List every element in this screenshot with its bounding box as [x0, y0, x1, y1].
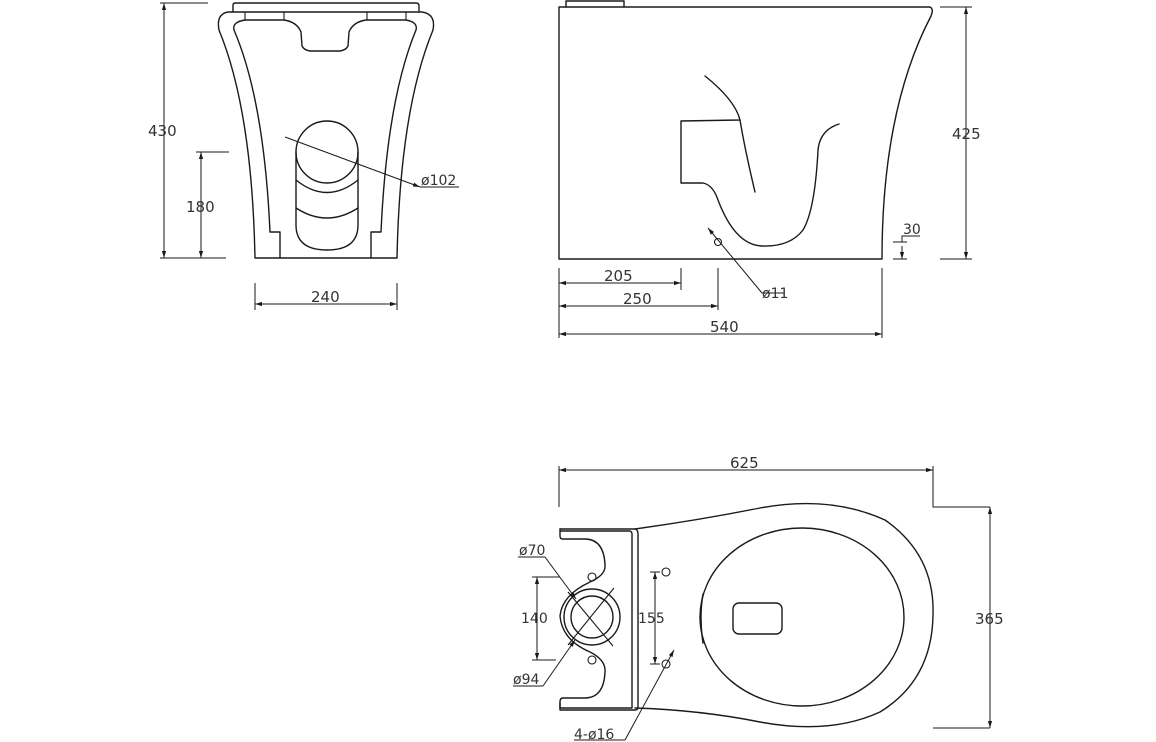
- side-dim-205-label: 205: [604, 267, 633, 285]
- plan-spacing-155-label: 155: [638, 611, 665, 627]
- side-fixing-hole: [713, 237, 723, 247]
- plan-waste-outer-label: ø94: [513, 672, 539, 688]
- front-trap-outline: [295, 151, 359, 251]
- front-body-inner: [233, 19, 417, 259]
- side-foot-offset-label: 30: [903, 222, 921, 238]
- plan-waste-inner-label: ø70: [519, 543, 545, 559]
- front-outlet-circle: [295, 120, 359, 184]
- front-width-label: 240: [311, 288, 340, 306]
- side-trapway: [680, 75, 840, 247]
- front-body-outer: [217, 11, 435, 259]
- side-tank-cap: [565, 0, 625, 8]
- side-dim-250-label: 250: [623, 290, 652, 308]
- front-view: 430 180 ø102 240: [148, 2, 459, 310]
- side-length-label: 540: [710, 318, 739, 336]
- plan-view: 625 365 140 155 ø70: [513, 454, 1004, 742]
- side-trap-inner: [739, 119, 756, 193]
- plan-bowl-inner: [699, 527, 905, 707]
- plan-waste-outer: [563, 588, 621, 646]
- plan-spacing-140-label: 140: [521, 611, 548, 627]
- front-trap-arc-2: [295, 207, 359, 219]
- side-fixing-hole-label: ø11: [762, 286, 788, 302]
- plan-length-label: 625: [730, 454, 759, 472]
- plan-waste-crosshair: [567, 587, 615, 647]
- plan-rim-jet: [700, 593, 704, 644]
- plan-bracket-hole-top: [587, 572, 597, 582]
- plan-fixing-hole-top: [661, 567, 671, 577]
- plan-fixing-hole-bottom: [661, 659, 671, 669]
- side-body-outline: [558, 6, 933, 260]
- front-seat-top: [232, 2, 420, 13]
- side-view: ø11 425 30 205 250 540: [558, 0, 981, 338]
- plan-bracket-outer: [559, 528, 639, 711]
- plan-outlet-slot: [732, 602, 783, 635]
- plan-waste-inner: [570, 595, 614, 639]
- front-seat-pads: [244, 12, 407, 20]
- plan-width-label: 365: [975, 610, 1004, 628]
- plan-bracket-inner: [559, 528, 633, 709]
- plan-bowl-outer: [634, 502, 934, 728]
- plan-fixing-holes-label: 4-ø16: [574, 727, 614, 742]
- side-height-label: 425: [952, 125, 981, 143]
- plan-bracket-hole-bottom: [587, 655, 597, 665]
- front-outlet-diameter-label: ø102: [421, 173, 456, 189]
- front-outlet-height-label: 180: [186, 198, 215, 216]
- front-trap-arc-1: [295, 179, 359, 194]
- front-height-label: 430: [148, 122, 177, 140]
